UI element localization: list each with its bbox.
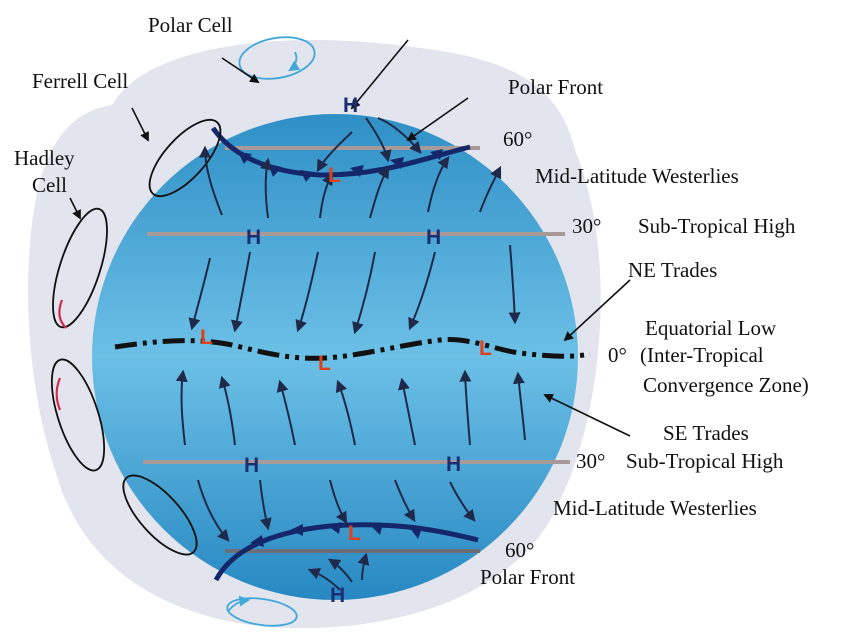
high-30s-right: H [446,453,461,476]
high-30n-right: H [426,226,441,249]
high-30n-left: H [246,226,261,249]
low-north-front: L [328,164,341,187]
label-midlat-bottom: Mid-Latitude Westerlies [553,496,757,520]
label-convergence-zone: Convergence Zone) [643,373,809,397]
polar-front-north [210,126,471,182]
text-labels: Polar Cell Ferrell Cell Hadley Cell Pola… [14,13,809,589]
hadley-cell-north [52,207,108,329]
ferrell-cell-north [148,119,222,197]
polar-front-south [213,522,479,582]
pointer-se-trades [543,394,631,437]
label-30-bottom: 30° [576,449,605,473]
label-0deg: 0° [608,343,627,367]
itcz-line [114,337,591,361]
high-north-polar: H [343,94,358,117]
low-south-front: L [348,522,361,545]
label-midlat-top: Mid-Latitude Westerlies [535,164,739,188]
label-hadley-line2: Cell [32,173,67,197]
label-polar-front-top: Polar Front [508,75,603,99]
label-polar-front-bottom: Polar Front [480,565,575,589]
pressure-markers: H L H H L L L H H L H [200,94,492,607]
label-60-top: 60° [503,127,532,151]
pointer-polar-cell [221,57,260,84]
label-se-trades: SE Trades [663,421,749,445]
wind-arrows [175,117,526,591]
polar-cell-south [226,597,298,627]
label-equatorial-low: Equatorial Low [645,316,777,340]
low-itcz-center: L [318,352,331,375]
label-inter-tropical: (Inter-Tropical [640,343,764,367]
pointer-ferrell-cell [131,107,149,142]
ferrell-cell-south [122,474,198,556]
pointer-polar-cell-h [350,39,409,110]
pointer-ne-trades [563,279,631,342]
high-30s-left: H [244,454,259,477]
label-polar-cell: Polar Cell [148,13,233,37]
label-hadley-line1: Hadley [14,146,75,170]
label-subtropical-bottom: Sub-Tropical High [626,449,784,473]
latitude-lines [143,146,570,553]
high-south-polar: H [330,584,345,607]
low-itcz-left: L [200,326,213,349]
hadley-cell-south [50,358,106,472]
circulation-cells [50,36,316,627]
pointer-arrows [69,39,631,437]
label-ferrell-cell: Ferrell Cell [32,69,128,93]
pointer-polar-front-top [406,97,469,142]
pointer-hadley-cell [69,197,81,220]
label-ne-trades: NE Trades [628,258,717,282]
label-subtropical-top: Sub-Tropical High [638,214,796,238]
label-30-top: 30° [572,214,601,238]
polar-cell-north [238,36,316,80]
low-itcz-right: L [479,337,492,360]
label-60-bottom: 60° [505,538,534,562]
